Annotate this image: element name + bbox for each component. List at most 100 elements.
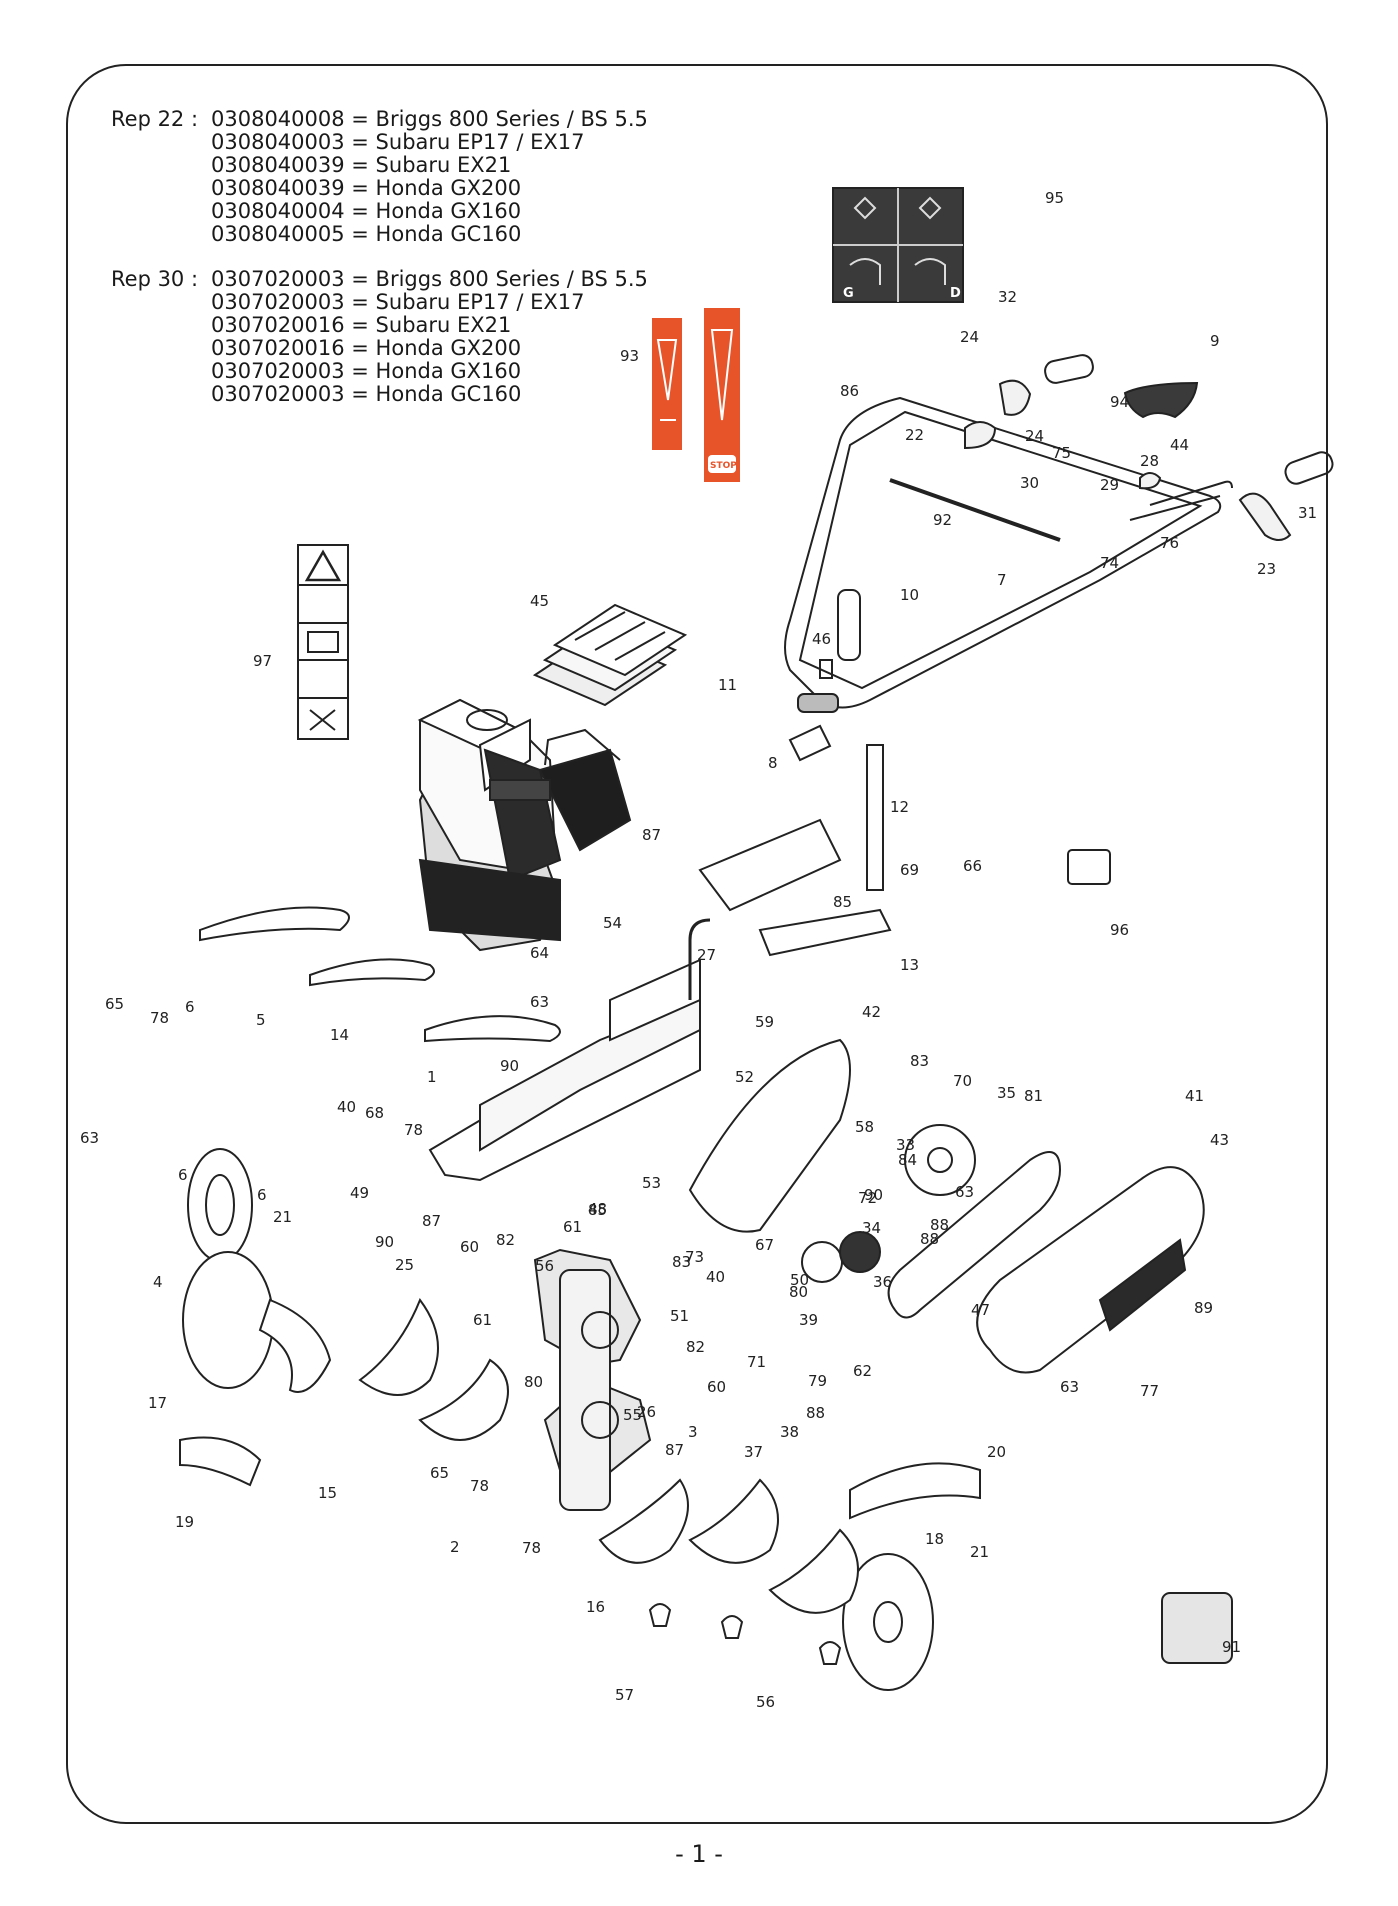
rep22-line: 0308040005 = Honda GC160 [211,222,522,246]
callout-82: 82 [496,1231,515,1249]
callout-85: 85 [588,1201,607,1219]
callout-18: 18 [925,1530,944,1548]
callout-30: 30 [1020,474,1039,492]
callout-15: 15 [318,1484,337,1502]
callout-46: 46 [812,630,831,648]
callout-65: 65 [105,995,124,1013]
callout-71: 71 [747,1353,766,1371]
callout-48: 48 [588,1200,607,1218]
callout-82: 82 [686,1338,705,1356]
callout-89: 89 [1194,1299,1213,1317]
rep22-block: Rep 22 : 0308040008 = Briggs 800 Series /… [111,108,648,246]
rep22-line: 0308040008 = Briggs 800 Series / BS 5.5 [211,107,648,131]
callout-91: 91 [1222,1638,1241,1656]
pulley-35 [904,1124,976,1196]
rep30-line: 0307020003 = Subaru EP17 / EX17 [211,290,585,314]
frame-1 [428,958,701,1182]
callout-4: 4 [153,1273,163,1291]
callout-6: 6 [178,1166,188,1184]
callout-69: 69 [900,861,919,879]
callout-22: 22 [905,426,924,444]
fender-14b [309,958,435,987]
decal-93: STOP [652,308,740,482]
callout-33: 33 [896,1136,915,1154]
callout-61: 61 [563,1218,582,1236]
callout-90: 90 [500,1057,519,1075]
callout-55: 55 [623,1406,642,1424]
callout-88: 88 [930,1216,949,1234]
handle-base [797,693,839,713]
rep30-line: 0307020016 = Subaru EX21 [211,313,512,337]
rep22-line: 0308040039 = Honda GX200 [211,176,522,200]
callout-28: 28 [1140,452,1159,470]
plate-42 [688,1038,851,1233]
part-8 [698,818,842,912]
callout-32: 32 [998,288,1017,306]
callout-16: 16 [586,1598,605,1616]
tine-15 [358,1297,439,1396]
callout-20: 20 [987,1443,1006,1461]
callout-68: 68 [365,1104,384,1122]
callout-63: 63 [955,1183,974,1201]
callout-8: 8 [768,754,778,772]
callout-2: 2 [450,1538,460,1556]
page-frame [66,64,1328,1824]
stop-label: STOP [710,461,737,471]
part-34 [839,1231,881,1273]
callout-24: 24 [960,328,979,346]
part-12 [866,744,884,891]
callout-9: 9 [1210,332,1220,350]
callout-26: 26 [637,1403,656,1421]
tine-19 [179,1436,262,1487]
disc-21-left [182,1251,274,1389]
callout-83: 83 [672,1253,691,1271]
callout-62: 62 [853,1362,872,1380]
part-10 [837,589,861,661]
callout-14: 14 [330,1026,349,1044]
callout-44: 44 [1170,436,1189,454]
rep22-prefix: Rep 22 : [111,107,199,131]
rep30-line: 0307020003 = Honda GX160 [211,359,522,383]
callout-61: 61 [473,1311,492,1329]
callout-59: 59 [755,1013,774,1031]
callout-7: 7 [997,571,1007,589]
callout-24: 24 [1025,427,1044,445]
callout-64: 64 [530,944,549,962]
callout-85: 85 [833,893,852,911]
callout-37: 37 [744,1443,763,1461]
part-13 [758,908,892,957]
fender-14c [424,1015,561,1043]
rep22-line: 0308040004 = Honda GX160 [211,199,522,223]
callout-65: 65 [430,1464,449,1482]
callout-92: 92 [933,511,952,529]
callout-75: 75 [1052,444,1071,462]
callout-1: 1 [427,1068,437,1086]
callout-13: 13 [900,956,919,974]
callout-11: 11 [718,676,737,694]
callout-25: 25 [395,1256,414,1274]
rep30-line: 0307020016 = Honda GX200 [211,336,522,360]
decal-95: G D [832,187,964,303]
callout-3: 3 [688,1423,698,1441]
fender-14a [199,906,350,942]
callout-38: 38 [780,1423,799,1441]
callout-27: 27 [697,946,716,964]
callout-90: 90 [375,1233,394,1251]
belt-guard-43 [976,1166,1205,1374]
callout-49: 49 [350,1184,369,1202]
callout-87: 87 [665,1441,684,1459]
callout-87: 87 [642,826,661,844]
callout-76: 76 [1160,534,1179,552]
callout-63: 63 [1060,1378,1079,1396]
callout-57: 57 [615,1686,634,1704]
callout-90: 90 [864,1186,883,1204]
callout-60: 60 [707,1378,726,1396]
callout-54: 54 [603,914,622,932]
callout-39: 39 [799,1311,818,1329]
callout-21: 21 [273,1208,292,1226]
callout-94: 94 [1110,393,1129,411]
callout-45: 45 [530,592,549,610]
callout-10: 10 [900,586,919,604]
tine-18 [768,1528,859,1614]
callout-67: 67 [755,1236,774,1254]
